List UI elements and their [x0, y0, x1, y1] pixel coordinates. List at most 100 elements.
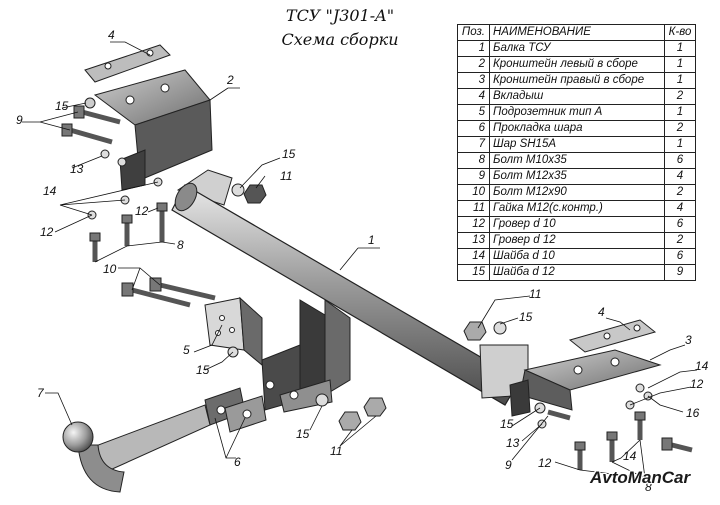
- bolt-m10x35: [89, 232, 101, 262]
- diagram-title: ТСУ "J301-A": [285, 6, 395, 25]
- part-quantity: 1: [664, 56, 696, 73]
- callout-10: 10: [103, 262, 117, 276]
- washer-d12: [84, 97, 96, 109]
- part-name: Шар SH15A: [489, 136, 665, 153]
- leader-lines: [22, 41, 698, 479]
- left-bracket: [93, 69, 213, 191]
- callout-5: 5: [183, 343, 190, 357]
- callout-15b: 15: [282, 147, 296, 161]
- part-name: Болт М12х35: [489, 168, 665, 185]
- callout-11a: 11: [280, 169, 292, 183]
- callout-3: 3: [685, 333, 692, 347]
- part-name: Вкладыш: [489, 88, 665, 105]
- part-quantity: 2: [664, 184, 696, 201]
- callout-15c: 15: [519, 310, 533, 324]
- header-quantity: К-во: [664, 24, 696, 41]
- callout-12c: 12: [690, 377, 704, 391]
- part-quantity: 6: [664, 216, 696, 233]
- part-name: Балка ТСУ: [489, 40, 665, 57]
- callout-1: 1: [368, 233, 375, 247]
- washer-d10: [635, 383, 645, 393]
- bolt-m10x35: [121, 214, 133, 246]
- part-number: 1: [457, 40, 490, 57]
- part-quantity: 2: [664, 120, 696, 137]
- watermark-logo: AvtoManCar: [590, 468, 691, 487]
- part-quantity: 1: [664, 40, 696, 57]
- insert-plate-left: [84, 44, 171, 83]
- washer-d12: [493, 321, 507, 335]
- part-number: 13: [457, 232, 490, 249]
- right-bracket: [509, 349, 662, 417]
- socket-bracket: [204, 296, 263, 367]
- callout-numbers: 1 2 3 4 4 5 6 7 8 8 9 9 10 11 11 11 12 1…: [16, 28, 709, 494]
- part-name: Кронштейн правый в сборе: [489, 72, 665, 89]
- lock-nut-m12: [243, 184, 267, 204]
- part-name: Шайба d 10: [489, 248, 665, 265]
- lock-nut-m12: [463, 321, 487, 341]
- callout-4b: 4: [598, 305, 605, 319]
- bolt-m12x90: [121, 282, 191, 308]
- callout-14c: 14: [623, 449, 637, 463]
- callout-9a: 9: [16, 113, 23, 127]
- bolt-m10x35: [156, 202, 168, 242]
- part-number: 3: [457, 72, 490, 89]
- part-quantity: 6: [664, 152, 696, 169]
- bolt-m10x35: [634, 411, 646, 440]
- callout-14a: 14: [43, 184, 57, 198]
- callout-15a: 15: [55, 99, 69, 113]
- callout-8b: 8: [645, 480, 652, 494]
- part-number: 12: [457, 216, 490, 233]
- bolt-m12x90: [149, 277, 216, 301]
- callout-15e: 15: [296, 427, 310, 441]
- part-name: Болт М12х90: [489, 184, 665, 201]
- part-number: 14: [457, 248, 490, 265]
- bolt-m12x35: [61, 123, 113, 145]
- header-position: Поз.: [457, 24, 490, 41]
- part-quantity: 4: [664, 200, 696, 217]
- lock-nut-m12: [363, 397, 387, 417]
- bolt-m12x35: [547, 409, 571, 421]
- callout-16: 16: [686, 406, 700, 420]
- part-name: Шайба d 12: [489, 264, 665, 281]
- spring-washer-d12: [100, 149, 110, 159]
- callout-6: 6: [234, 455, 241, 469]
- part-quantity: 1: [664, 72, 696, 89]
- callout-9b: 9: [505, 458, 512, 472]
- bolt-m12x35: [661, 437, 693, 453]
- callout-15d: 15: [196, 363, 210, 377]
- callout-11c: 11: [330, 444, 342, 458]
- part-quantity: 2: [664, 88, 696, 105]
- part-number: 9: [457, 168, 490, 185]
- lock-nut-m12: [338, 411, 362, 431]
- part-number: 8: [457, 152, 490, 169]
- part-name: Подрозетник тип А: [489, 104, 665, 121]
- part-name: Болт М10х35: [489, 152, 665, 169]
- part-quantity: 4: [664, 168, 696, 185]
- callout-15f: 15: [500, 417, 514, 431]
- callout-11b: 11: [529, 287, 541, 301]
- part-number: 6: [457, 120, 490, 137]
- callout-12a: 12: [135, 204, 149, 218]
- part-quantity: 1: [664, 136, 696, 153]
- callout-13b: 13: [506, 436, 520, 450]
- callout-12d: 12: [538, 456, 552, 470]
- diagram-subtitle: Схема сборки: [281, 30, 399, 49]
- part-quantity: 1: [664, 104, 696, 121]
- tow-ball: [62, 404, 211, 493]
- bolt-m10x35: [574, 441, 586, 470]
